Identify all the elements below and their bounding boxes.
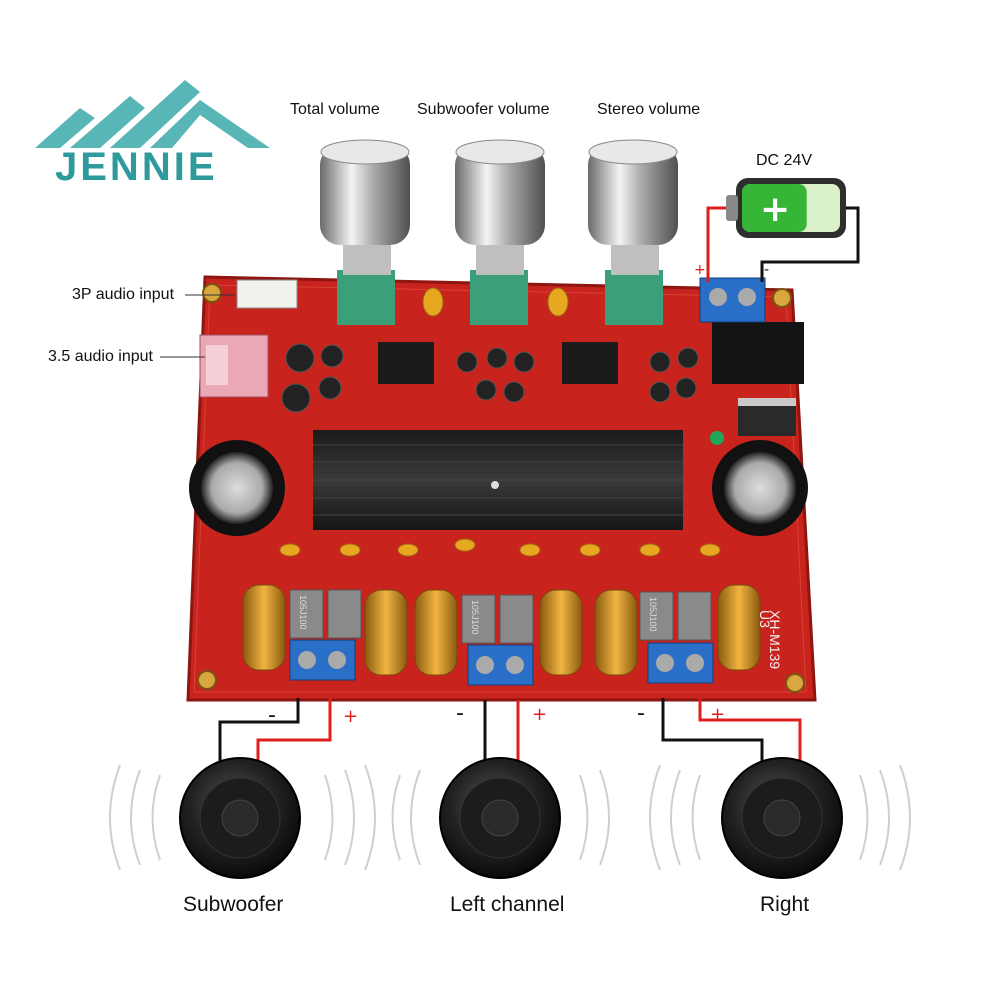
speaker-subwoofer bbox=[179, 757, 301, 879]
label-stereo-volume: Stereo volume bbox=[597, 101, 701, 118]
battery-icon: + bbox=[726, 178, 846, 238]
knob-stereo-volume[interactable] bbox=[588, 139, 678, 325]
battery-plus: + bbox=[760, 189, 790, 230]
power-wires bbox=[706, 206, 860, 282]
board-model: XH-M139 bbox=[767, 610, 783, 669]
power-plus: + bbox=[694, 262, 706, 278]
terminal-subwoofer[interactable] bbox=[289, 639, 356, 681]
right-plus: + bbox=[710, 704, 725, 725]
mounting-holes bbox=[197, 283, 805, 693]
inductors bbox=[242, 584, 761, 676]
large-capacitor-right bbox=[712, 440, 808, 536]
label-dc-power: DC 24V bbox=[756, 152, 813, 169]
sub-minus: - bbox=[268, 703, 276, 728]
left-minus: - bbox=[456, 701, 464, 726]
ic-chips bbox=[378, 342, 618, 384]
large-capacitor-left bbox=[189, 440, 285, 536]
label-speaker-left: Left channel bbox=[450, 893, 565, 916]
knob-total-volume[interactable] bbox=[320, 139, 410, 325]
label-total-volume: Total volume bbox=[290, 101, 380, 118]
film-capacitors bbox=[289, 589, 712, 644]
label-subwoofer-volume: Subwoofer volume bbox=[417, 101, 550, 118]
logo-text: JENNIE bbox=[55, 145, 218, 189]
label-speaker-right: Right bbox=[760, 893, 810, 916]
connector-3p[interactable] bbox=[236, 279, 298, 309]
terminal-left[interactable] bbox=[467, 644, 534, 686]
knob-subwoofer-volume[interactable] bbox=[455, 139, 545, 325]
board-revision: U3 bbox=[757, 610, 773, 628]
power-terminal[interactable] bbox=[699, 277, 766, 323]
speaker-left bbox=[439, 757, 561, 879]
label-speaker-subwoofer: Subwoofer bbox=[183, 893, 284, 916]
power-minus: - bbox=[764, 262, 769, 278]
power-led bbox=[710, 431, 724, 445]
electrolytic-capacitors bbox=[281, 343, 699, 413]
cap-code-2: 105J100 bbox=[470, 600, 480, 635]
label-3p-input: 3P audio input bbox=[72, 286, 175, 303]
sub-plus: + bbox=[343, 706, 358, 727]
dc-barrel-jack[interactable] bbox=[712, 322, 804, 384]
label-3-5-input: 3.5 audio input bbox=[48, 348, 153, 365]
cap-code-3: 105J100 bbox=[648, 597, 658, 632]
speaker-right bbox=[721, 757, 843, 879]
terminal-right[interactable] bbox=[647, 642, 714, 684]
right-minus: - bbox=[637, 701, 645, 726]
left-plus: + bbox=[532, 704, 547, 725]
cap-code-1: 105J100 bbox=[298, 595, 308, 630]
